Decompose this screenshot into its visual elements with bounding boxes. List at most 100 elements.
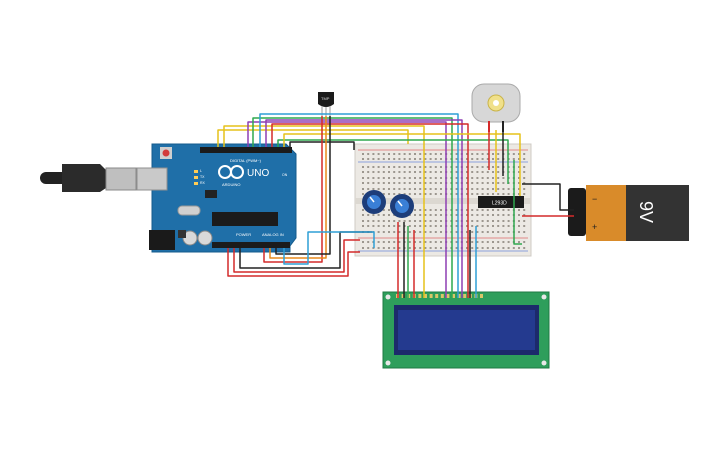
breadboard-hole xyxy=(497,166,500,168)
temperature-sensor[interactable]: TMP xyxy=(318,92,334,116)
breadboard-hole xyxy=(455,231,458,233)
breadboard-hole xyxy=(424,171,427,173)
wire-green-1[interactable] xyxy=(252,117,453,298)
breadboard-hole xyxy=(382,247,385,249)
rx-led xyxy=(194,182,198,185)
breadboard-hole xyxy=(502,188,505,190)
wire-red-sensor[interactable] xyxy=(263,116,323,263)
breadboard-hole xyxy=(408,188,411,190)
breadboard-hole xyxy=(440,177,442,179)
breadboard-hole xyxy=(481,171,484,173)
breadboard-hole xyxy=(471,182,474,184)
lcd-pin[interactable] xyxy=(463,294,467,298)
breadboard-hole xyxy=(523,231,526,233)
wire-black-battery[interactable] xyxy=(522,183,574,211)
breadboard-hole xyxy=(429,153,432,155)
analog-header-label: ANALOG IN xyxy=(262,232,284,237)
breadboard-hole xyxy=(408,247,411,249)
wire-blue-2[interactable] xyxy=(283,231,375,265)
breadboard-hole xyxy=(419,182,422,184)
breadboard-hole xyxy=(471,225,474,227)
breadboard-center-channel xyxy=(355,198,531,204)
breadboard-hole xyxy=(486,158,489,160)
breadboard-hole xyxy=(518,153,520,155)
breadboard-hole xyxy=(388,171,390,173)
lcd-pin[interactable] xyxy=(401,294,405,298)
wire-black-sensor[interactable] xyxy=(275,116,331,255)
breadboard-hole xyxy=(523,247,526,249)
wire-green-3[interactable] xyxy=(513,160,522,245)
breadboard-hole xyxy=(523,241,526,243)
breadboard-hole xyxy=(518,177,520,179)
breadboard-hole xyxy=(393,158,396,160)
lcd-pin[interactable] xyxy=(480,294,483,298)
wire-yellow-2[interactable] xyxy=(223,125,425,298)
breadboard-hole xyxy=(512,158,515,160)
breadboard-hole xyxy=(512,247,515,249)
lcd-screen-area xyxy=(398,310,535,350)
breadboard-hole xyxy=(440,241,442,243)
breadboard-hole xyxy=(377,188,380,190)
breadboard-hole xyxy=(481,214,484,216)
dc-motor[interactable] xyxy=(471,83,521,132)
usb-cable[interactable] xyxy=(40,164,137,192)
breadboard-hole xyxy=(419,247,422,249)
wire-purple-1[interactable] xyxy=(247,121,447,298)
breadboard-hole xyxy=(466,225,468,227)
breadboard-hole xyxy=(367,166,370,168)
wire-orange-sensor[interactable] xyxy=(269,116,327,259)
breadboard-hole xyxy=(367,247,370,249)
breadboard-hole xyxy=(382,214,385,216)
breadboard-hole xyxy=(471,209,474,211)
wire-yellow-1[interactable] xyxy=(217,129,409,147)
breadboard[interactable]: L293D xyxy=(354,143,532,257)
battery-9v[interactable]: − + 9V xyxy=(568,185,689,241)
breadboard-hole xyxy=(455,247,458,249)
wire-blue-1[interactable] xyxy=(259,113,459,298)
wire-yellow-3[interactable] xyxy=(283,133,521,196)
wire-purple-2[interactable] xyxy=(265,119,463,298)
breadboard-hole xyxy=(492,209,494,211)
l293d-driver-chip[interactable] xyxy=(478,196,524,208)
lcd-pin[interactable] xyxy=(440,294,444,298)
breadboard-hole xyxy=(424,247,427,249)
usb-plug-metal xyxy=(105,167,137,191)
tx-led-label: TX xyxy=(200,175,205,179)
breadboard-hole xyxy=(398,166,401,168)
breadboard-hole xyxy=(476,214,479,216)
breadboard-hole xyxy=(414,209,416,211)
lcd-pin[interactable] xyxy=(457,294,461,298)
breadboard-hole xyxy=(497,182,500,184)
arduino-uno-board[interactable]: UNO ARDUINO DIGITAL (PWM~) POWER ANALOG … xyxy=(136,143,297,253)
potentiometer-1[interactable] xyxy=(362,190,386,214)
lcd-pin[interactable] xyxy=(424,294,427,298)
breadboard-hole xyxy=(372,188,375,190)
breadboard-hole xyxy=(362,225,364,227)
breadboard-hole xyxy=(424,231,427,233)
breadboard-hole xyxy=(492,247,494,249)
lcd-pin[interactable] xyxy=(446,294,450,298)
breadboard-hole xyxy=(362,153,364,155)
breadboard-hole xyxy=(481,231,484,233)
lcd-pin[interactable] xyxy=(435,294,439,298)
wire-red-power-2[interactable] xyxy=(233,239,360,273)
breadboard-hole xyxy=(393,171,396,173)
breadboard-hole xyxy=(362,241,364,243)
wire-green-2[interactable] xyxy=(277,139,509,184)
breadboard-hole xyxy=(455,177,458,179)
breadboard-hole xyxy=(424,241,427,243)
wire-red-power[interactable] xyxy=(227,248,360,277)
wire-red-1[interactable] xyxy=(271,123,469,298)
lcd-pin[interactable] xyxy=(418,294,422,298)
breadboard-hole xyxy=(481,225,484,227)
breadboard-hole xyxy=(362,209,364,211)
sensor-body xyxy=(318,92,334,107)
lcd-pin[interactable] xyxy=(452,294,455,298)
lcd-pin[interactable] xyxy=(429,294,433,298)
breadboard-hole xyxy=(398,153,401,155)
potentiometer-2[interactable] xyxy=(390,194,414,218)
lcd-16x2-display[interactable] xyxy=(382,291,550,369)
breadboard-hole xyxy=(471,231,474,233)
